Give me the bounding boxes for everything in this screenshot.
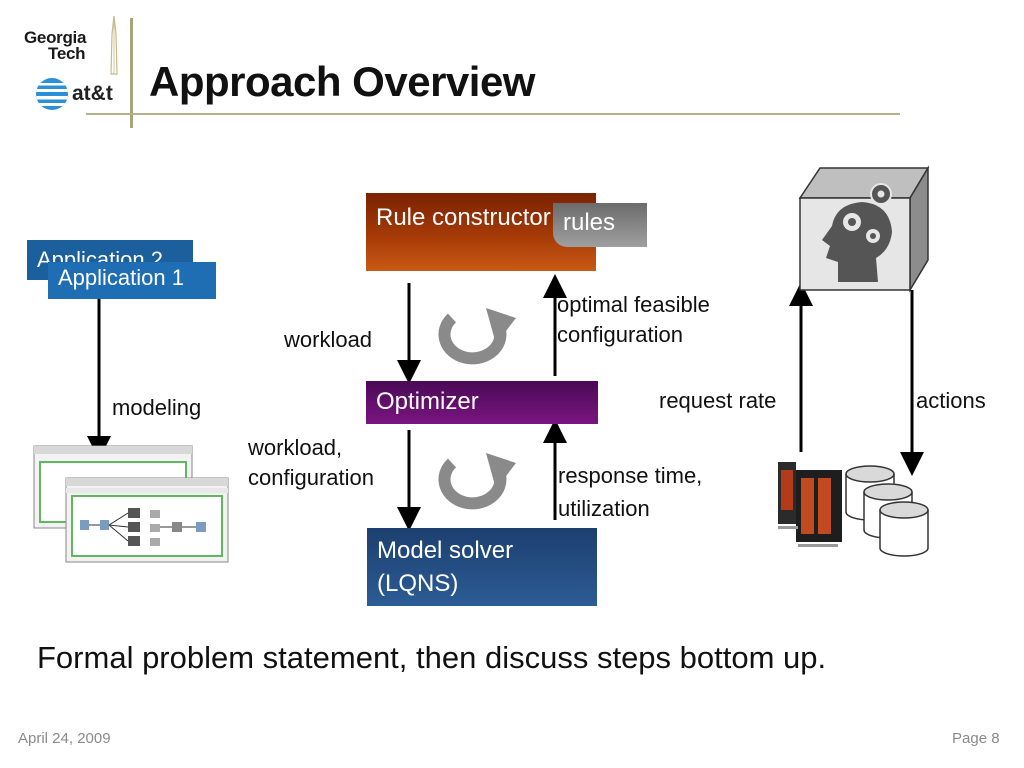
label-workload-config: workload, configuration <box>248 433 374 493</box>
rule-constructor-box: Rule constructor <box>366 193 596 271</box>
logo-line1: Georgia <box>24 28 87 47</box>
label-optimal-line2: configuration <box>557 322 683 347</box>
rules-tag: rules <box>553 203 647 247</box>
georgia-tech-logo: Georgia Tech <box>24 28 87 63</box>
label-workload-top: workload <box>284 327 373 352</box>
label-workload-config-line2: configuration <box>248 465 374 490</box>
att-globe-icon <box>36 78 68 110</box>
label-response: response time, utilization <box>558 459 702 525</box>
brain-gears-cube-icon <box>798 165 930 293</box>
label-request-rate: request rate <box>659 388 777 413</box>
label-workload-config-line1: workload, <box>248 435 343 460</box>
cycle-icon-top <box>438 308 516 365</box>
footer-page-number: Page 8 <box>952 730 1000 747</box>
model-solver-line1: Model solver <box>377 537 514 564</box>
page-title: Approach Overview <box>149 58 535 105</box>
att-logo-text: at&t <box>72 82 113 105</box>
logo-line2: Tech <box>48 44 86 63</box>
header-vertical-divider <box>130 18 133 128</box>
problem-statement: Formal problem statement, then discuss s… <box>37 640 827 675</box>
label-actions: actions <box>916 388 986 413</box>
database-icon-3 <box>879 501 929 557</box>
model-screenshot-front <box>65 477 229 563</box>
label-optimal-line1: optimal feasible <box>557 292 710 317</box>
label-modeling: modeling <box>112 395 202 420</box>
model-solver-box: Model solver (LQNS) <box>367 528 597 606</box>
footer-date: April 24, 2009 <box>18 730 111 747</box>
label-optimal-config: optimal feasible configuration <box>557 290 710 350</box>
optimizer-box: Optimizer <box>366 381 598 424</box>
label-response-line1: response time, <box>558 463 703 488</box>
header-horizontal-divider <box>86 113 900 115</box>
model-solver-line2: (LQNS) <box>377 570 459 597</box>
cycle-icon-bottom <box>438 453 516 510</box>
application-1-box: Application 1 <box>48 262 216 299</box>
tower-icon <box>110 15 118 75</box>
label-response-line2: utilization <box>558 496 650 521</box>
servers-icon <box>778 462 842 547</box>
